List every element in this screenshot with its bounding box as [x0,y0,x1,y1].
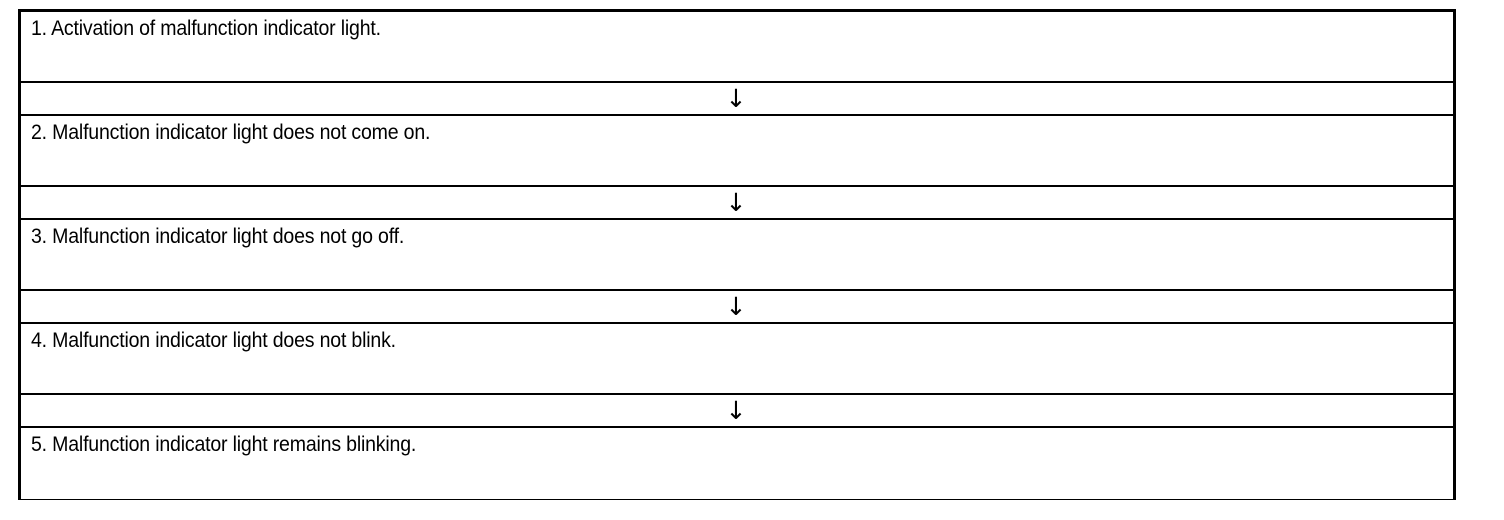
down-arrow-icon: ↓ [725,292,747,321]
step-label-5: 5. Malfunction indicator light remains b… [31,433,417,456]
step-label-3: 3. Malfunction indicator light does not … [31,225,405,248]
flowchart-table: 1. Activation of malfunction indicator l… [18,9,1456,500]
step-label-2: 2. Malfunction indicator light does not … [31,121,431,144]
table-row: 4. Malfunction indicator light does not … [21,324,1453,395]
step-label-4: 4. Malfunction indicator light does not … [31,329,396,352]
table-row: 3. Malfunction indicator light does not … [21,220,1453,291]
connector-row: ↓ [21,291,1453,324]
connector-row: ↓ [21,395,1453,428]
down-arrow-icon: ↓ [725,188,747,217]
down-arrow-icon: ↓ [725,84,747,113]
connector-row: ↓ [21,83,1453,116]
connector-row: ↓ [21,187,1453,220]
table-row: 2. Malfunction indicator light does not … [21,116,1453,187]
step-label-1: 1. Activation of malfunction indicator l… [31,17,381,40]
down-arrow-icon: ↓ [725,396,747,425]
table-row: 1. Activation of malfunction indicator l… [21,12,1453,83]
table-row: 5. Malfunction indicator light remains b… [21,428,1453,499]
